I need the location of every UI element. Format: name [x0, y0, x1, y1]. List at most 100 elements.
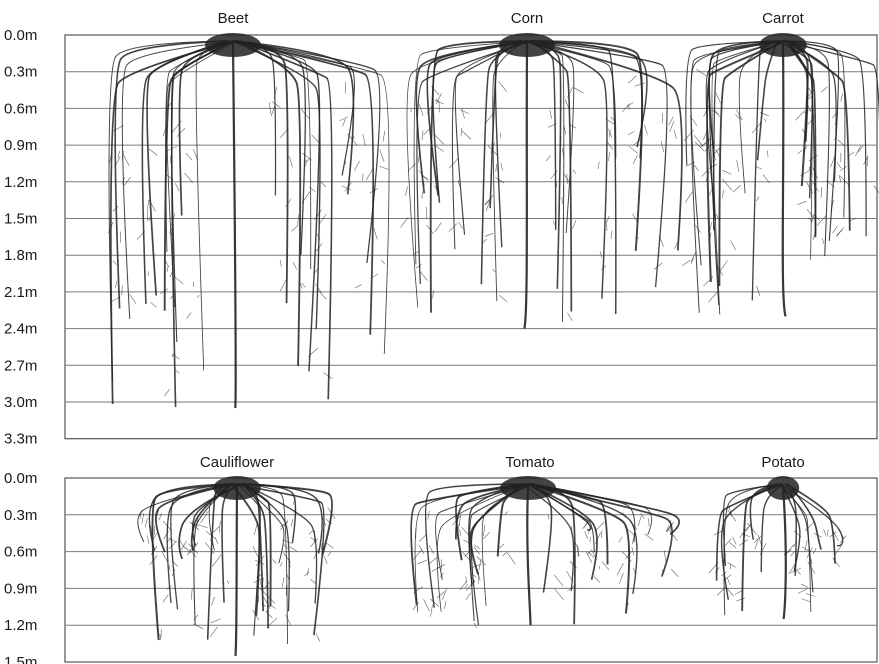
- rootlet: [821, 187, 822, 198]
- rootlet: [822, 238, 824, 243]
- rootlet: [617, 563, 623, 575]
- rootlet: [193, 624, 203, 629]
- root-system-potato: [709, 476, 846, 619]
- rootlet: [293, 262, 297, 269]
- rootlet: [328, 552, 331, 556]
- rootlet: [159, 513, 162, 521]
- rootlet: [431, 605, 433, 617]
- rootlet: [594, 577, 600, 583]
- rootlet: [817, 216, 826, 226]
- lateral-root: [788, 41, 850, 231]
- rootlet: [366, 169, 373, 180]
- rootlet: [339, 117, 348, 121]
- rootlet: [832, 114, 835, 118]
- rootlet: [798, 589, 807, 593]
- rootlet: [757, 286, 760, 296]
- rootlet: [840, 166, 846, 170]
- rootlet: [838, 528, 845, 538]
- rootlet: [181, 541, 187, 550]
- rootlet: [280, 260, 281, 267]
- rootlet: [153, 532, 158, 539]
- rootlet: [379, 166, 389, 169]
- rootlet: [682, 261, 690, 266]
- rootlet: [671, 569, 678, 577]
- rootlet: [567, 313, 572, 321]
- rootlet: [215, 537, 218, 544]
- lateral-root: [482, 484, 531, 606]
- rootlet: [449, 224, 457, 232]
- rootlet: [708, 292, 717, 302]
- rootlet: [824, 529, 826, 535]
- rootlet: [168, 541, 176, 549]
- rootlet: [227, 581, 228, 584]
- lateral-root: [493, 41, 525, 301]
- rootlet: [641, 513, 645, 518]
- lateral-root: [427, 41, 526, 196]
- lateral-root: [236, 41, 275, 196]
- taproot: [527, 486, 530, 625]
- rootlet: [572, 220, 576, 229]
- rootlet: [166, 261, 169, 267]
- rootlet: [790, 551, 794, 556]
- taproot: [783, 43, 786, 316]
- rootlet: [619, 537, 622, 543]
- lateral-root: [238, 41, 305, 255]
- lateral-root: [179, 41, 231, 216]
- rootlet: [211, 597, 214, 605]
- lateral-root: [407, 41, 529, 307]
- rootlet: [855, 146, 861, 156]
- rootlet: [123, 155, 129, 166]
- rootlet: [420, 271, 428, 281]
- lateral-root: [522, 41, 642, 158]
- rootlet: [355, 284, 362, 288]
- depth-label: 0.3m: [4, 507, 37, 524]
- depth-label: 0.6m: [4, 100, 37, 117]
- rootlet: [836, 230, 842, 236]
- rootlet: [546, 155, 551, 161]
- rootlet: [629, 146, 638, 153]
- rootlet: [500, 544, 505, 548]
- lateral-root: [524, 41, 556, 230]
- rootlet: [756, 197, 759, 201]
- rootlet: [444, 601, 446, 609]
- rootlet: [674, 130, 676, 139]
- rootlet: [821, 87, 827, 93]
- rootlet: [381, 260, 384, 264]
- rootlet: [462, 108, 465, 118]
- rootlet: [343, 119, 346, 126]
- rootlet: [496, 164, 497, 172]
- rootlet: [609, 152, 610, 161]
- rootlet: [164, 389, 169, 396]
- lateral-root: [233, 41, 320, 329]
- rootlet: [272, 559, 276, 563]
- lateral-root: [719, 41, 782, 286]
- rootlet: [290, 547, 297, 552]
- rootlet: [493, 269, 496, 272]
- rootlet: [291, 519, 293, 527]
- rootlet: [163, 595, 168, 603]
- lateral-root: [714, 41, 781, 230]
- depth-label: 1.2m: [4, 174, 37, 191]
- rootlet: [175, 370, 179, 374]
- plant-title-beet: Beet: [218, 10, 250, 27]
- panel-frame: [65, 35, 877, 439]
- rootlet: [298, 215, 299, 226]
- lateral-root: [237, 41, 301, 366]
- depth-gridlines-top: [65, 35, 877, 439]
- rootlet: [449, 158, 458, 168]
- rootlet: [483, 532, 490, 539]
- rootlet: [177, 128, 185, 136]
- rootlet: [797, 201, 806, 205]
- rootlet: [827, 530, 828, 537]
- taproot: [783, 486, 786, 619]
- rootlet: [622, 104, 629, 112]
- lateral-root: [243, 484, 317, 603]
- rootlet: [422, 131, 423, 141]
- rootlet: [585, 531, 588, 539]
- rootlet: [485, 233, 494, 236]
- lateral-root: [724, 484, 782, 615]
- taproot: [524, 43, 527, 329]
- rootlet: [291, 225, 298, 231]
- rootlet: [459, 222, 463, 229]
- rootlet: [733, 537, 737, 544]
